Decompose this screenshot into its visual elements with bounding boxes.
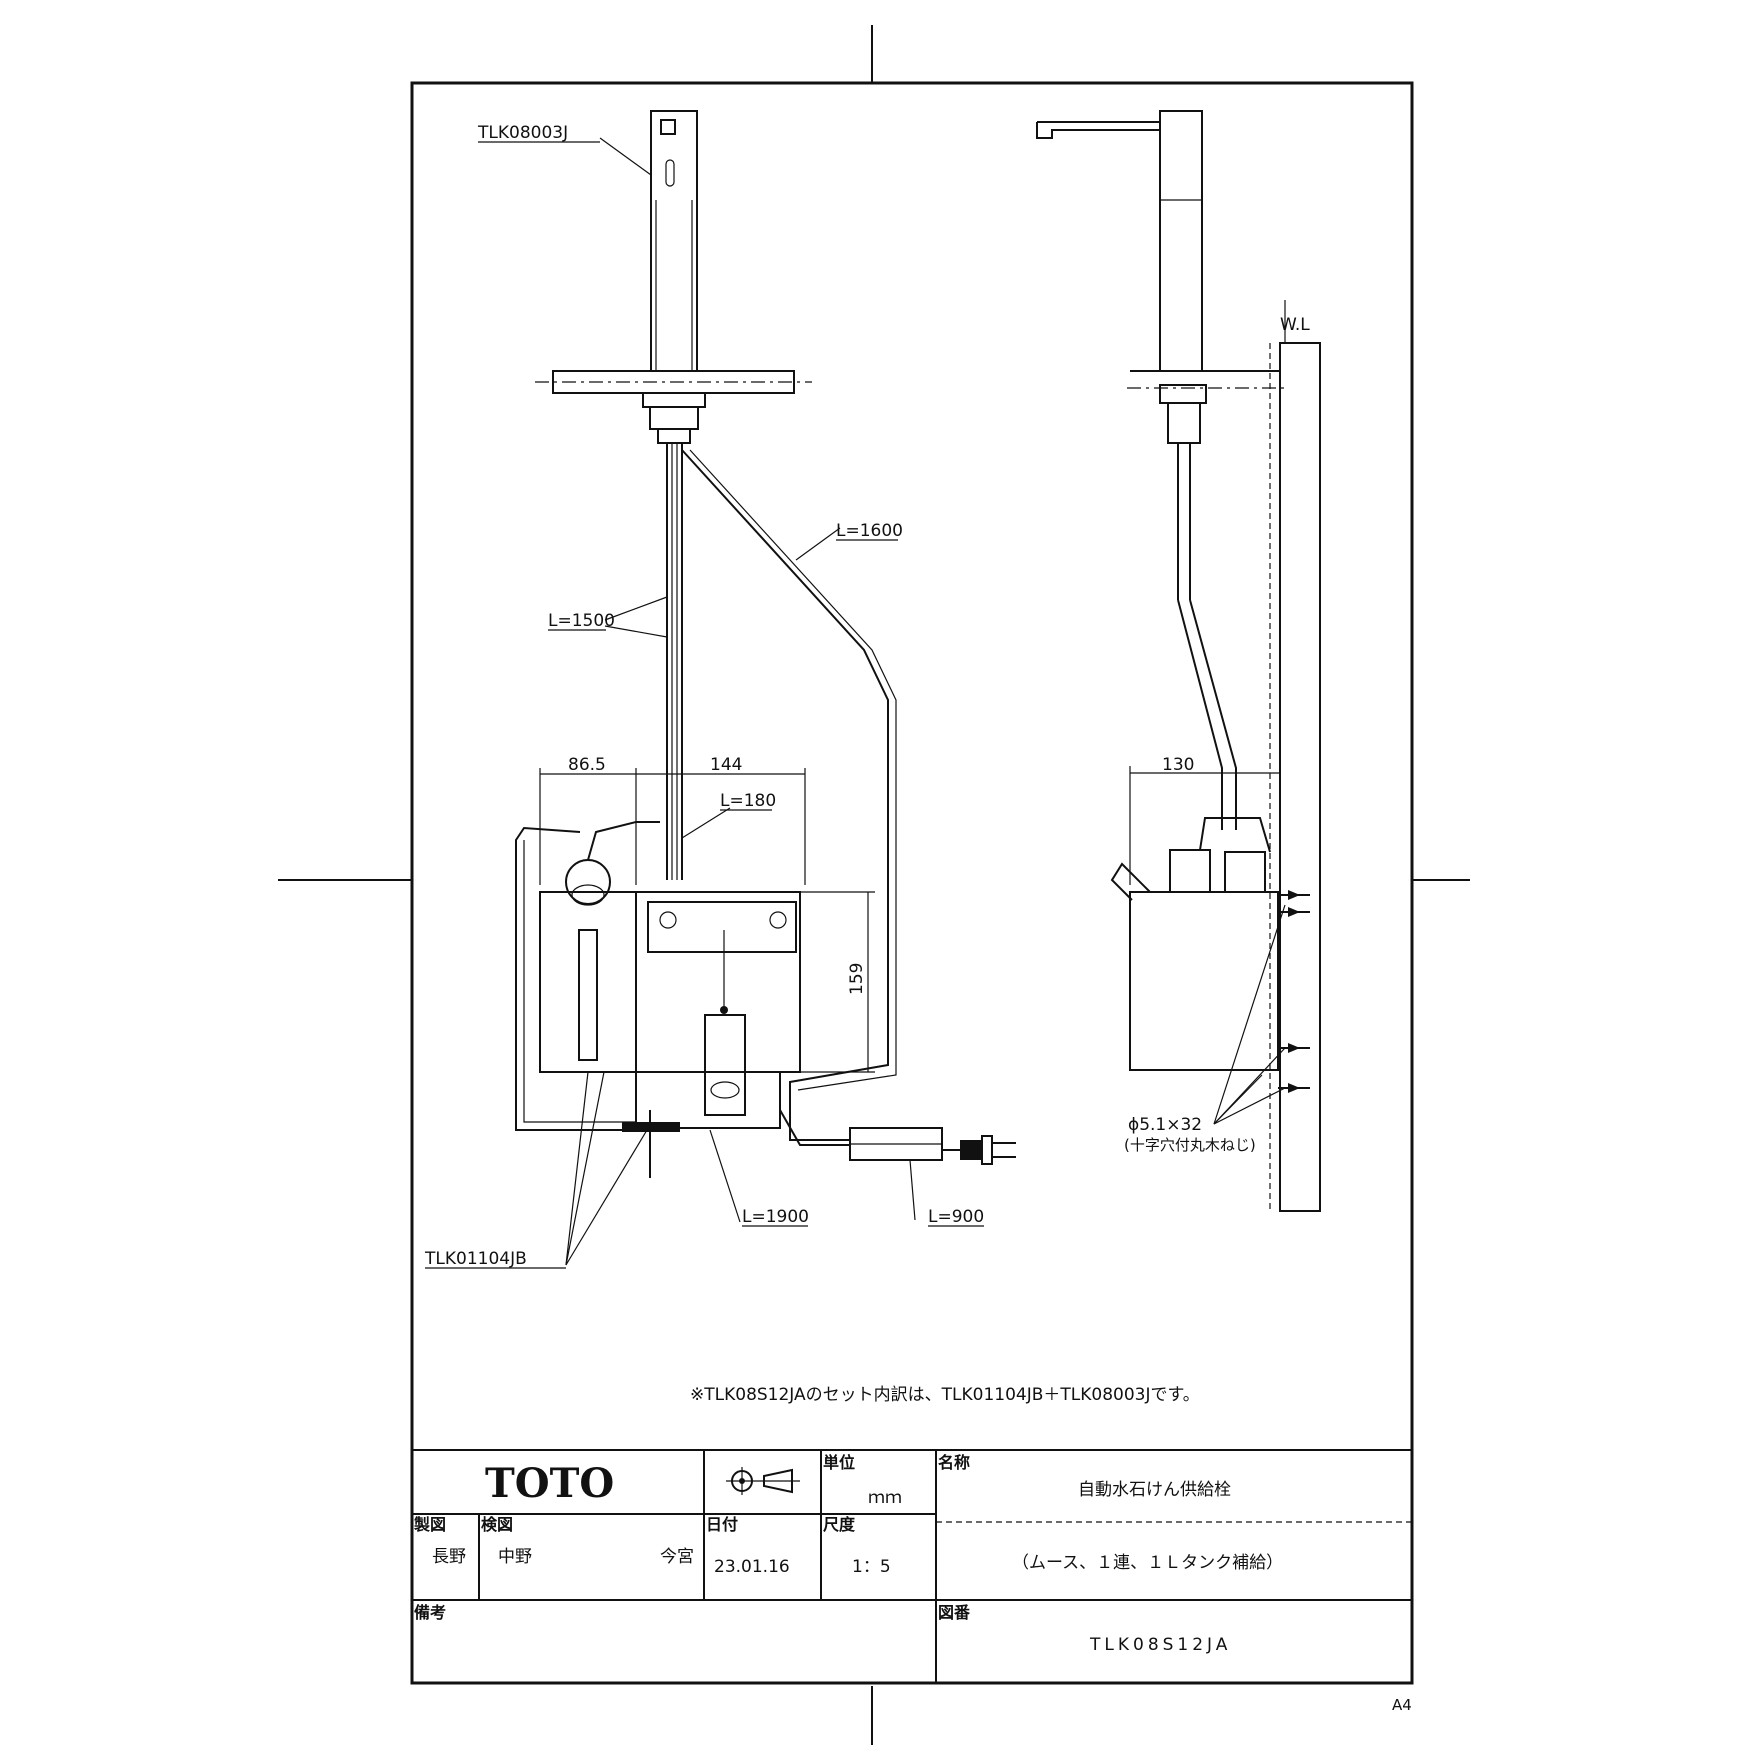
label-wall-line: W.L	[1280, 315, 1310, 335]
label-144: 144	[710, 755, 742, 775]
drawn-by: 長野	[432, 1547, 466, 1567]
screws	[1278, 890, 1310, 1093]
scale-label: 尺度	[823, 1515, 856, 1534]
brand-logo: TOTO	[485, 1460, 614, 1507]
date-value: 23.01.16	[714, 1557, 790, 1577]
spout-body	[650, 110, 698, 372]
scale-value: 1：5	[852, 1557, 891, 1577]
sheet-size: A4	[1392, 1696, 1412, 1714]
tank	[539, 891, 637, 1073]
labels: TLK08003J L=1600 L=1500 86.5 144 L=180 1…	[424, 123, 1310, 1405]
date-label: 日付	[706, 1515, 738, 1534]
name-label: 名称	[938, 1453, 970, 1472]
centering-marks	[278, 25, 1470, 1745]
unit-value: ｍｍ	[868, 1488, 902, 1508]
projection-symbol-icon	[726, 1467, 800, 1495]
side-spout-body	[1159, 110, 1203, 372]
label-l1600: L=1600	[836, 521, 903, 541]
label-86-5: 86.5	[568, 755, 606, 775]
label-l180: L=180	[720, 791, 776, 811]
checked-by-1: 中野	[498, 1547, 532, 1567]
wall	[1279, 342, 1321, 1212]
label-l900: L=900	[928, 1207, 984, 1227]
name-line1: 自動水石けん供給栓	[1078, 1480, 1231, 1500]
remarks-label: 備考	[414, 1603, 446, 1622]
side-controller-box	[1129, 891, 1279, 1071]
checked-by-2: 今宮	[660, 1547, 694, 1567]
front-view	[515, 110, 1016, 1266]
title-block: TOTO 単位 ｍｍ 名称 自動水石けん供給栓 （ムース、１連、１Ｌタンク補給）…	[411, 1449, 1413, 1684]
set-note: ※TLK08S12JAのセット内訳は、TLK01104JB＋TLK08003Jで…	[690, 1385, 1200, 1405]
label-spout: TLK08003J	[477, 123, 568, 143]
checked-label: 検図	[481, 1515, 513, 1534]
drawing-no-label: 図番	[938, 1603, 971, 1622]
label-l1900: L=1900	[742, 1207, 809, 1227]
label-tank: TLK01104JB	[424, 1249, 527, 1269]
drawn-label: 製図	[413, 1515, 446, 1534]
label-screws-note: (十字穴付丸木ねじ)	[1124, 1136, 1256, 1154]
sheet-border	[410, 81, 1414, 1685]
label-screws: ϕ5.1×32	[1128, 1115, 1202, 1135]
label-l1500: L=1500	[548, 611, 615, 631]
name-line2: （ムース、１連、１Ｌタンク補給）	[1012, 1553, 1283, 1573]
drawing-no: TLK08S12JA	[1089, 1635, 1231, 1655]
side-view	[1036, 110, 1321, 1212]
label-130: 130	[1162, 755, 1194, 775]
label-159: 159	[847, 963, 867, 995]
unit-label: 単位	[823, 1453, 855, 1472]
